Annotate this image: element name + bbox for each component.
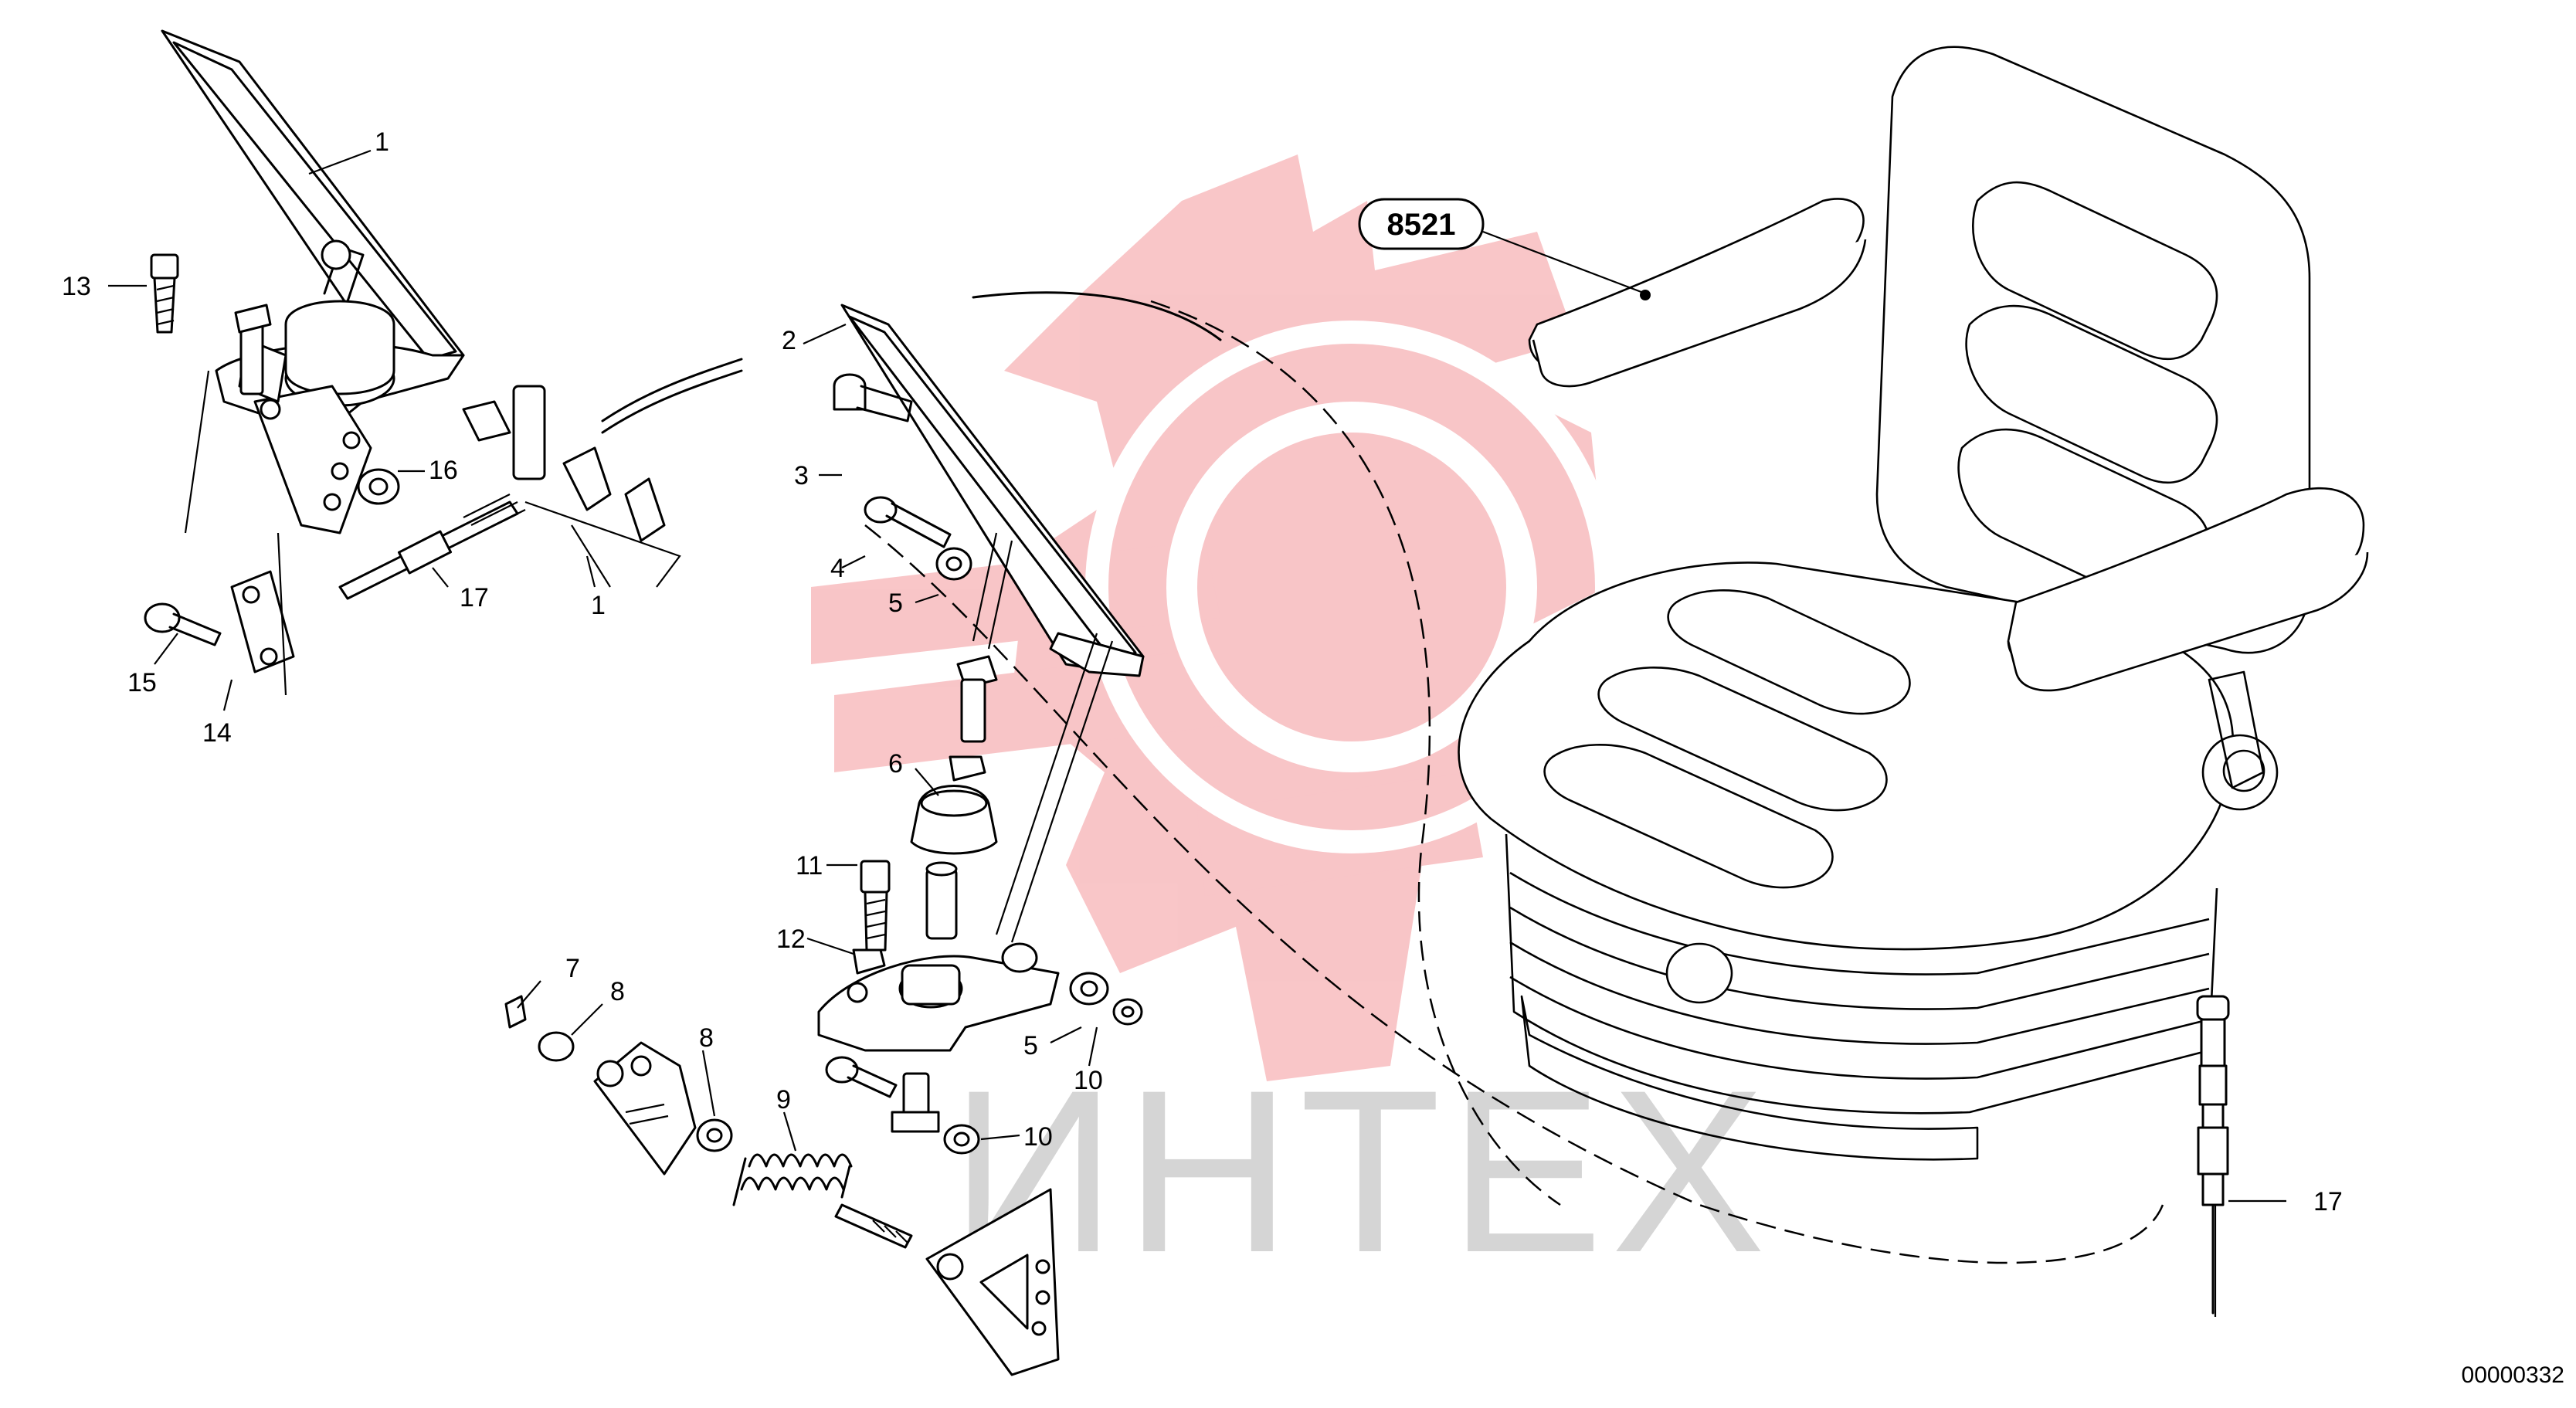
callout-2: 2 [782, 326, 796, 355]
cable-17-right [2196, 995, 2230, 1317]
pedal-assembly-left [144, 29, 681, 696]
lower-linkage [504, 995, 1060, 1376]
callout-12: 12 [776, 925, 806, 954]
callout-17-left: 17 [460, 583, 489, 612]
pedal-assembly-center [817, 304, 1145, 1155]
callout-8-right: 8 [699, 1023, 714, 1053]
cable-left [601, 369, 743, 434]
callout-labels: 1 13 16 17 1 15 14 2 3 4 5 6 11 12 5 10 … [62, 127, 2343, 1216]
callout-10-right: 10 [1074, 1066, 1103, 1095]
reference-8521: 8521 [1358, 198, 1485, 250]
cable-curve-top [972, 291, 1222, 341]
callout-17-right: 17 [2313, 1187, 2343, 1216]
callout-1-top: 1 [375, 127, 389, 157]
assembly-line-left [864, 524, 2164, 1264]
callout-9: 9 [776, 1085, 791, 1115]
watermark-logo [811, 154, 1618, 1081]
reference-8521-label: 8521 [1387, 208, 1456, 242]
callout-10-bottom: 10 [1023, 1122, 1053, 1152]
callout-16: 16 [429, 456, 458, 485]
callout-1-bottom: 1 [591, 591, 606, 620]
operator-seat [1458, 46, 2369, 1161]
callout-15: 15 [127, 668, 157, 697]
callout-4: 4 [830, 554, 845, 583]
callout-3: 3 [794, 461, 809, 490]
watermark-text: ИНТЕХ [950, 1041, 1773, 1301]
callout-5-top: 5 [888, 589, 903, 618]
cable-left-inner [601, 358, 743, 422]
callout-leaders [108, 149, 2286, 1203]
callout-13: 13 [62, 272, 91, 301]
assembly-line-right [1150, 300, 1561, 1206]
callout-11: 11 [796, 851, 823, 880]
callout-14: 14 [202, 718, 232, 748]
callout-5-bottom: 5 [1023, 1031, 1038, 1060]
callout-6: 6 [888, 749, 903, 779]
callout-8-left: 8 [610, 977, 625, 1006]
drawing-code: 00000332 [2462, 1362, 2564, 1388]
callout-7: 7 [565, 954, 580, 983]
